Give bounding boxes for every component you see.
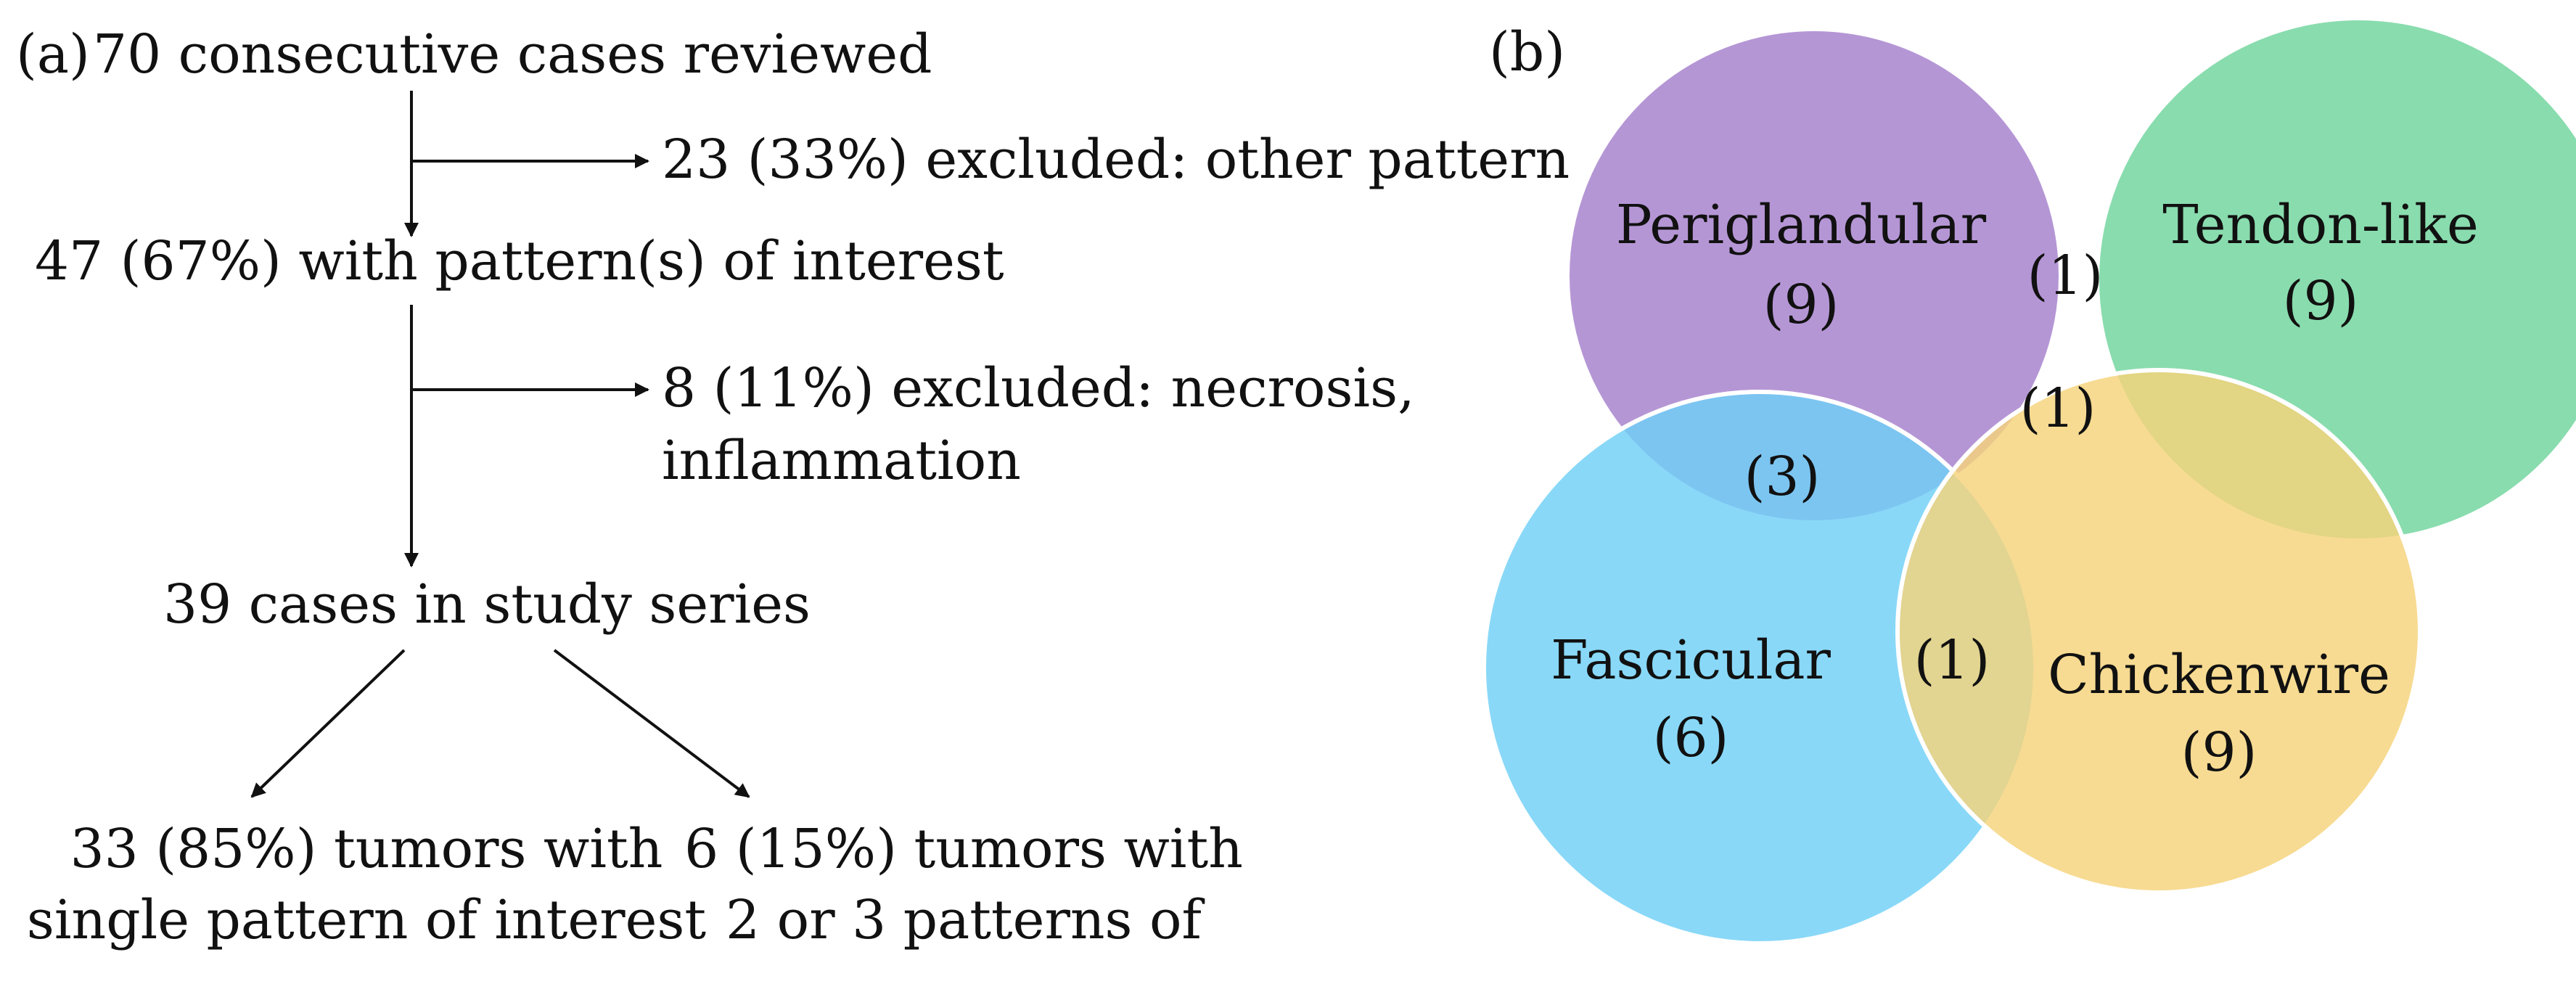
- tendon-like-count: (9): [2283, 270, 2359, 332]
- chickenwire-circle: [1895, 368, 2422, 895]
- chickenwire-label: Chickenwire: [2048, 644, 2390, 706]
- arrow-study-to-single: [250, 649, 406, 798]
- start-node: 70 consecutive cases reviewed: [93, 23, 932, 86]
- study-node: 39 cases in study series: [163, 573, 811, 636]
- panel-a-flowchart: (a) 70 consecutive cases reviewed 23 (33…: [16, 23, 1570, 951]
- fascicular-label: Fascicular: [1551, 629, 1831, 692]
- exclusion-1-node: 23 (33%) excluded: other pattern: [662, 128, 1570, 191]
- panel-b-venn: (b) Periglandular (9) Tendon-like (9) Fa…: [1482, 16, 2576, 946]
- arrow-study-to-multi: [553, 649, 750, 798]
- tendon-like-label: Tendon-like: [2162, 194, 2479, 256]
- exclusion-2-node-line-2: inflammation: [662, 430, 1021, 492]
- single-pattern-node-line-2: single pattern of interest: [27, 889, 706, 951]
- overlap-periglandular-tendon-count: (1): [2027, 245, 2104, 307]
- overlap-periglandular-fascicular-count: (3): [1744, 446, 1821, 508]
- multi-pattern-node-line-2: 2 or 3 patterns of: [726, 889, 1205, 951]
- panel-b-label: (b): [1489, 21, 1565, 83]
- overlap-tendon-chickenwire-count: (1): [2020, 377, 2096, 440]
- panel-a-label: (a): [16, 23, 90, 86]
- single-pattern-node-line-1: 33 (85%) tumors with: [70, 818, 663, 880]
- periglandular-label: Periglandular: [1616, 194, 1987, 256]
- chickenwire-count: (9): [2181, 721, 2257, 784]
- fascicular-count: (6): [1653, 707, 1729, 769]
- overlap-fascicular-chickenwire-count: (1): [1914, 629, 1990, 692]
- venn-circles: [1482, 16, 2576, 946]
- interest-node: 47 (67%) with pattern(s) of interest: [35, 230, 1004, 292]
- exclusion-2-node-line-1: 8 (11%) excluded: necrosis,: [662, 357, 1415, 419]
- periglandular-count: (9): [1763, 274, 1839, 336]
- multi-pattern-node-line-1: 6 (15%) tumors with: [684, 818, 1243, 880]
